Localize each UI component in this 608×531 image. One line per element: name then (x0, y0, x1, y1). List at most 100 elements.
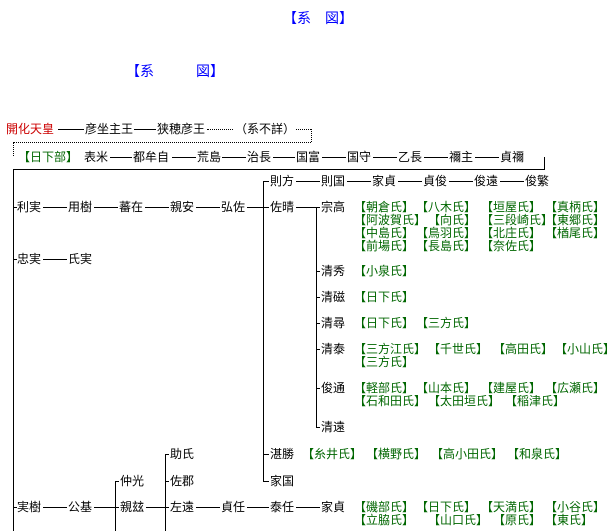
connector (347, 181, 371, 182)
clan-kusaka-3[interactable]: 【日下氏】 (416, 500, 477, 514)
person-kiyoto: 清遠 (321, 420, 346, 434)
clan-yamamoto[interactable]: 【山本氏】 (416, 381, 477, 395)
person-tsumuji: 都牟自 (133, 150, 170, 164)
person-kunitomi: 国富 (296, 150, 321, 164)
clan-togo[interactable]: 【東郷氏】 (545, 213, 606, 227)
person-iekuni: 家国 (270, 474, 295, 488)
clan-toba[interactable]: 【鳥羽氏】 (416, 226, 477, 240)
chart-title: 【系 図】 (126, 64, 224, 80)
connector (247, 507, 269, 508)
clan-oyama[interactable]: 【小山氏】 (555, 342, 608, 356)
person-hyomai: 表米 (84, 150, 109, 164)
clan-yagi[interactable]: 【八木氏】 (416, 200, 477, 214)
person-hikoimasu: 彦坐主王 (85, 122, 134, 136)
person-sadane: 貞禰 (500, 150, 525, 164)
person-toshizane: 利実 (17, 200, 42, 214)
connector (222, 157, 246, 158)
person-norikata: 則方 (270, 174, 295, 188)
clan-kusaka-1[interactable]: 【日下氏】 (354, 290, 415, 304)
person-neshu: 禰主 (449, 150, 474, 164)
clan-maeba[interactable]: 【前場氏】 (354, 239, 415, 253)
connector (43, 207, 67, 208)
clan-asakura[interactable]: 【朝倉氏】 (354, 200, 415, 214)
connector (424, 157, 448, 158)
clan-mikatae[interactable]: 【三方江氏】 (354, 342, 427, 356)
clan-itoi[interactable]: 【糸井氏】 (302, 447, 363, 461)
clan-chise[interactable]: 【千世氏】 (428, 342, 489, 356)
connector (196, 207, 220, 208)
clan-isobe[interactable]: 【磯部氏】 (354, 500, 415, 514)
person-nakamitsu: 仲光 (120, 474, 145, 488)
clan-hara[interactable]: 【原氏】 (493, 513, 542, 527)
clan-yokono[interactable]: 【横野氏】 (366, 447, 427, 461)
connector (43, 507, 67, 508)
person-chikaho: 親玆 (120, 500, 145, 514)
person-toshito: 俊遠 (474, 174, 499, 188)
clan-kotani[interactable]: 【小谷氏】 (545, 500, 606, 514)
connector (316, 271, 320, 272)
clan-nakajima[interactable]: 【中島氏】 (354, 226, 415, 240)
person-sadato: 貞任 (221, 500, 246, 514)
clan-koizumi[interactable]: 【小泉氏】 (354, 264, 415, 278)
connector (316, 388, 320, 389)
clan-kitanosho[interactable]: 【北庄氏】 (481, 226, 542, 240)
person-shigeari: 蕃在 (119, 200, 144, 214)
person-kunimori: 国守 (347, 150, 372, 164)
person-sagun: 佐郡 (170, 474, 195, 488)
connector (296, 207, 320, 208)
connector (475, 157, 499, 158)
clan-hirose[interactable]: 【広瀬氏】 (545, 381, 606, 395)
clan-narao[interactable]: 【楢尾氏】 (545, 226, 606, 240)
clan-higashi[interactable]: 【東氏】 (545, 513, 594, 527)
person-toshimichi: 俊通 (321, 381, 346, 395)
connector (316, 323, 320, 324)
person-toshishige: 俊繁 (525, 174, 550, 188)
clan-tenma[interactable]: 【天満氏】 (481, 500, 542, 514)
person-sanemochi: 実樹 (17, 500, 42, 514)
person-harunaga: 治長 (247, 150, 272, 164)
connector (316, 349, 320, 350)
clan-takaoda[interactable]: 【高小田氏】 (431, 447, 504, 461)
clan-nagashima[interactable]: 【長島氏】 (416, 239, 477, 253)
clan-tateya[interactable]: 【建屋氏】 (481, 381, 542, 395)
branch-line-kouki (115, 481, 116, 531)
connector (316, 297, 320, 298)
clan-iwada[interactable]: 【石和田氏】 (354, 394, 427, 408)
clan-kusaka-2[interactable]: 【日下氏】 (354, 316, 415, 330)
clan-mikata-1[interactable]: 【三方氏】 (416, 316, 477, 330)
person-sahohiko: 狭穂彦王 (157, 122, 206, 136)
clan-nasa[interactable]: 【奈佐氏】 (481, 239, 542, 253)
clan-sandanzaki[interactable]: 【三段崎氏】 (481, 213, 554, 227)
clan-yamaguchi[interactable]: 【山口氏】 (428, 513, 489, 527)
clan-tatewaki[interactable]: 【立脇氏】 (354, 513, 415, 527)
clan-izumi[interactable]: 【和泉氏】 (507, 447, 568, 461)
emperor-kaika[interactable]: 開化天皇 (6, 122, 55, 136)
clan-magara[interactable]: 【真柄氏】 (545, 200, 606, 214)
person-kiyoshige: 清磁 (321, 290, 346, 304)
person-norikuni: 則国 (321, 174, 346, 188)
connector (13, 169, 545, 170)
clan-karube[interactable]: 【軽部氏】 (354, 381, 415, 395)
clan-mukai[interactable]: 【向氏】 (428, 213, 477, 227)
clan-kusakabe[interactable]: 【日下部】 (18, 150, 79, 164)
dotted-connector (13, 142, 311, 143)
clan-otagaki[interactable]: 【太田垣氏】 (428, 394, 501, 408)
clan-inazu[interactable]: 【稲津氏】 (505, 394, 566, 408)
person-sadatoshi: 貞俊 (423, 174, 448, 188)
connector (165, 481, 169, 482)
connector (449, 181, 473, 182)
clan-takada[interactable]: 【高田氏】 (493, 342, 554, 356)
person-otonaga: 乙長 (398, 150, 423, 164)
dotted-connector (207, 129, 233, 130)
lineage-unknown-note: （系不詳） (235, 122, 296, 136)
connector (43, 259, 67, 260)
clan-kakiya[interactable]: 【垣屋氏】 (481, 200, 542, 214)
connector (13, 259, 17, 260)
person-yasuto: 泰任 (270, 500, 295, 514)
connector (58, 129, 84, 130)
clan-mikata-2[interactable]: 【三方氏】 (354, 355, 415, 369)
connector (196, 507, 220, 508)
clan-awaga[interactable]: 【阿波賀氏】 (354, 213, 427, 227)
person-iesada-2: 家貞 (321, 500, 346, 514)
person-sukeharu: 佐晴 (270, 200, 295, 214)
